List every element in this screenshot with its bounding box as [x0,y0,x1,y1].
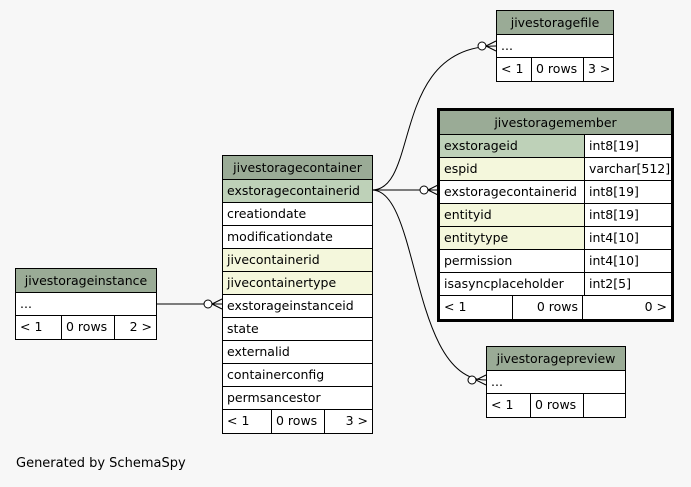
column-name: entityid [440,204,584,226]
children-count: 0 > [582,296,671,319]
edge-container-to-storagepreview [371,189,487,381]
children-count: 3 > [324,410,372,433]
row-count: 0 rows [512,296,582,319]
children-count: 2 > [114,316,156,339]
table-jivestoragefile[interactable]: jivestoragefile ... < 1 0 rows 3 > [496,10,614,82]
column-name: jivecontainertype [223,272,372,294]
table-row: ... [20,296,32,311]
table-row: ... [501,38,513,53]
column-name: entitytype [440,227,584,249]
column-name: permission [444,253,513,268]
column-type: int4[10] [584,250,671,272]
row-count: 0 rows [530,394,583,417]
column-name: exstorageid [440,135,584,157]
crowfoot [485,40,497,52]
row-count: 0 rows [531,58,583,81]
column-name: creationdate [227,206,307,221]
column-type: int4[10] [584,227,671,249]
table-title: jivestoragepreview [487,347,625,371]
column-type: varchar[512] [584,158,671,180]
column-type: int2[5] [584,273,671,295]
row-count: 0 rows [271,410,324,433]
column-type: int8[19] [584,135,671,157]
parents-count: < 1 [444,299,467,314]
column-name: isasyncplaceholder [444,276,564,291]
table-title: jivestorageinstance [16,269,156,293]
crowfoot [427,184,439,196]
column-name: permsancestor [227,390,321,405]
column-name: exstoragecontainerid [444,184,577,199]
crowfoot [475,374,487,386]
table-row: ... [491,374,503,389]
edge-container-to-storagefile [371,45,497,191]
edge-end-circle [203,299,213,309]
parents-count: < 1 [227,413,250,428]
column-name: exstorageinstanceid [227,298,354,313]
edge-end-circle [419,185,429,195]
column-name: containerconfig [227,367,325,382]
column-name: state [227,321,259,336]
column-name: modificationdate [227,229,333,244]
parents-count: < 1 [501,61,524,76]
column-name: espid [440,158,584,180]
table-title: jivestoragemember [440,111,671,135]
crowfoot [211,298,223,310]
parents-count: < 1 [491,397,514,412]
column-name: jivecontainerid [223,249,372,271]
generated-by-text: Generated by SchemaSpy [16,456,186,471]
table-jivestoragecontainer[interactable]: jivestoragecontainer exstoragecontaineri… [222,155,373,434]
table-title: jivestoragecontainer [223,156,372,180]
children-count [583,394,625,417]
column-type: int8[19] [584,204,671,226]
edge-end-circle [467,375,477,385]
row-count: 0 rows [61,316,114,339]
table-jivestoragepreview[interactable]: jivestoragepreview ... < 1 0 rows [486,346,626,418]
children-count: 3 > [583,58,613,81]
column-type: int8[19] [584,181,671,203]
table-jivestorageinstance[interactable]: jivestorageinstance ... < 1 0 rows 2 > [15,268,157,340]
column-name: externalid [227,344,290,359]
column-name: exstoragecontainerid [223,180,372,202]
edge-end-circle [477,41,487,51]
parents-count: < 1 [20,319,43,334]
table-title: jivestoragefile [497,11,613,35]
